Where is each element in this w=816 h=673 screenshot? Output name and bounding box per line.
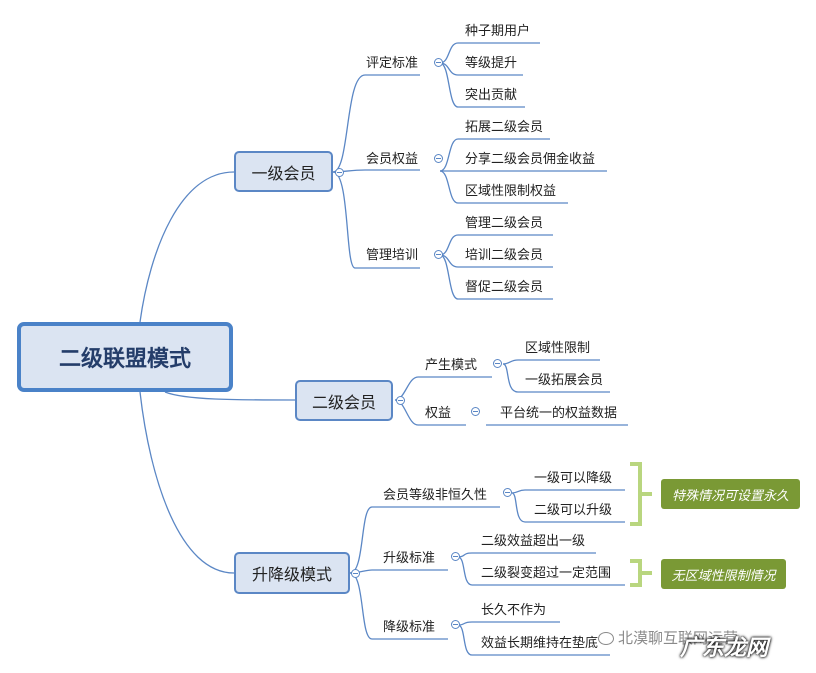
leaf-item[interactable]: 培训二级会员 [465,248,544,263]
leaf-item[interactable]: 突出贡献 [465,88,518,103]
root-node[interactable]: 二级联盟模式 [17,322,233,392]
leaf-item[interactable]: 管理二级会员 [465,216,544,231]
collapse-toggle-icon[interactable] [434,58,443,67]
leaf-item[interactable]: 平台统一的权益数据 [500,406,618,421]
group-label[interactable]: 评定标准 [366,56,419,71]
collapse-toggle-icon[interactable] [493,359,502,368]
leaf-item[interactable]: 效益长期维持在垫底 [481,636,599,651]
leaf-item[interactable]: 拓展二级会员 [465,120,544,135]
note-permanent[interactable]: 特殊情况可设置永久 [661,479,800,509]
note-no-region-limit[interactable]: 无区域性限制情况 [661,559,786,589]
collapse-toggle-icon[interactable] [335,168,344,177]
leaf-item[interactable]: 二级可以升级 [534,503,613,518]
collapse-toggle-icon[interactable] [471,407,480,416]
collapse-toggle-icon[interactable] [434,154,443,163]
group-label[interactable]: 会员等级非恒久性 [383,488,488,503]
group-label[interactable]: 管理培训 [366,248,419,263]
watermark-source-text: 北漠聊互联网运营 [618,629,739,647]
collapse-toggle-icon[interactable] [451,552,460,561]
collapse-toggle-icon[interactable] [351,569,360,578]
leaf-item[interactable]: 区域性限制 [525,341,591,356]
leaf-item[interactable]: 一级拓展会员 [525,373,604,388]
branch-level1-member[interactable]: 一级会员 [234,151,333,192]
leaf-item[interactable]: 一级可以降级 [534,471,613,486]
collapse-toggle-icon[interactable] [434,250,443,259]
branch-level2-member[interactable]: 二级会员 [295,380,393,421]
group-label[interactable]: 升级标准 [383,551,436,566]
leaf-item[interactable]: 长久不作为 [481,603,547,618]
leaf-item[interactable]: 种子期用户 [465,24,531,39]
collapse-toggle-icon[interactable] [396,396,405,405]
leaf-item[interactable]: 区域性限制权益 [465,184,557,199]
leaf-item[interactable]: 二级裂变超过一定范围 [481,566,612,581]
leaf-item[interactable]: 等级提升 [465,56,518,71]
collapse-toggle-icon[interactable] [503,488,512,497]
wechat-icon [598,632,614,645]
leaf-item[interactable]: 督促二级会员 [465,280,544,295]
group-label[interactable]: 权益 [425,406,452,421]
watermark-source: 北漠聊互联网运营 [598,627,738,648]
leaf-item[interactable]: 分享二级会员佣金收益 [465,152,596,167]
group-label[interactable]: 产生模式 [425,358,478,373]
brackets [630,462,652,587]
branch-upgrade-downgrade[interactable]: 升降级模式 [234,552,350,594]
collapse-toggle-icon[interactable] [451,620,460,629]
group-label[interactable]: 会员权益 [366,152,419,167]
leaf-item[interactable]: 二级效益超出一级 [481,534,586,549]
watermark-site: 广东龙网 [680,636,769,661]
group-label[interactable]: 降级标准 [383,620,436,635]
